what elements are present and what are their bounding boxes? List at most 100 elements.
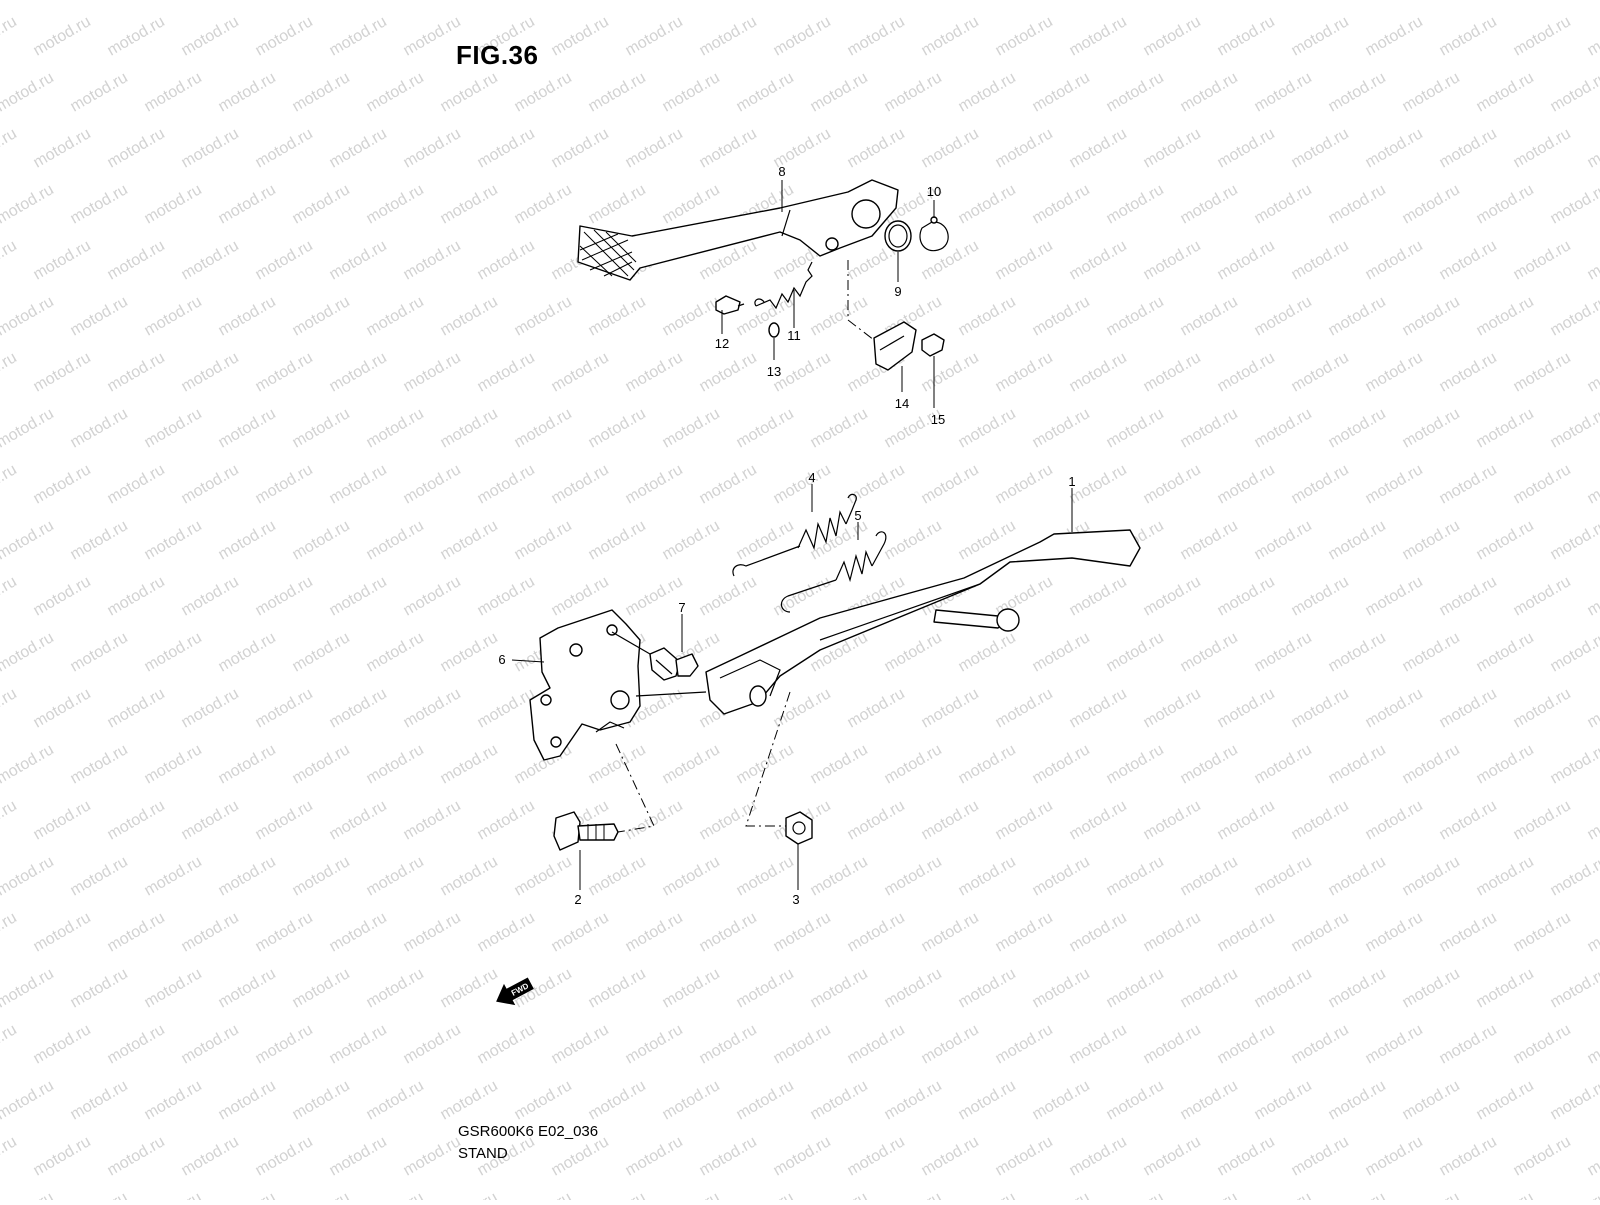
watermark-text: motod.ru — [1067, 461, 1130, 507]
watermark-text: motod.ru — [1104, 69, 1167, 115]
watermark-text: motod.ru — [1067, 349, 1130, 395]
watermark-text: motod.ru — [1400, 0, 1463, 3]
watermark-text: motod.ru — [1141, 237, 1204, 283]
watermark-text: motod.ru — [0, 181, 57, 227]
watermark-text: motod.ru — [1067, 1133, 1130, 1179]
watermark-text: motod.ru — [1141, 1021, 1204, 1067]
figure-title: FIG.36 — [456, 40, 538, 71]
watermark-text: motod.ru — [1326, 741, 1389, 787]
watermark-text: motod.ru — [31, 1021, 94, 1067]
watermark-text: motod.ru — [1178, 517, 1241, 563]
watermark-text: motod.ru — [808, 965, 871, 1011]
watermark-text: motod.ru — [660, 293, 723, 339]
watermark-text: motod.ru — [1585, 13, 1600, 59]
watermark-text: motod.ru — [105, 685, 168, 731]
watermark-text: motod.ru — [845, 125, 908, 171]
watermark-text: motod.ru — [586, 1189, 649, 1200]
watermark-text: motod.ru — [438, 293, 501, 339]
watermark-text: motod.ru — [771, 13, 834, 59]
watermark-text: motod.ru — [1548, 181, 1600, 227]
watermark-text: motod.ru — [1030, 405, 1093, 451]
watermark-text: motod.ru — [401, 1021, 464, 1067]
watermark-text: motod.ru — [1437, 237, 1500, 283]
watermark-text: motod.ru — [1363, 349, 1426, 395]
watermark-text: motod.ru — [660, 517, 723, 563]
watermark-text: motod.ru — [882, 69, 945, 115]
watermark-text: motod.ru — [1585, 797, 1600, 843]
watermark-text: motod.ru — [1289, 13, 1352, 59]
watermark-text: motod.ru — [1289, 685, 1352, 731]
watermark-text: motod.ru — [216, 517, 279, 563]
watermark-text: motod.ru — [364, 1189, 427, 1200]
watermark-text: motod.ru — [475, 685, 538, 731]
bolt-12 — [716, 296, 744, 314]
watermark-text: motod.ru — [808, 1189, 871, 1200]
watermark-text: motod.ru — [660, 741, 723, 787]
watermark-text: motod.ru — [697, 125, 760, 171]
watermark-text: motod.ru — [1067, 13, 1130, 59]
watermark-text: motod.ru — [1030, 181, 1093, 227]
watermark-text: motod.ru — [512, 69, 575, 115]
watermark-text: motod.ru — [1326, 517, 1389, 563]
watermark-text: motod.ru — [993, 685, 1056, 731]
watermark-text: motod.ru — [1289, 1133, 1352, 1179]
watermark-text: motod.ru — [1104, 629, 1167, 675]
watermark-text: motod.ru — [1474, 405, 1537, 451]
watermark-text: motod.ru — [1289, 1021, 1352, 1067]
watermark-text: motod.ru — [1104, 1189, 1167, 1200]
watermark-text: motod.ru — [1326, 0, 1389, 3]
watermark-text: motod.ru — [68, 0, 131, 3]
watermark-text: motod.ru — [1030, 1189, 1093, 1200]
watermark-text: motod.ru — [475, 461, 538, 507]
watermark-text: motod.ru — [1289, 125, 1352, 171]
watermark-text: motod.ru — [1400, 1189, 1463, 1200]
watermark-text: motod.ru — [253, 349, 316, 395]
watermark-text: motod.ru — [586, 853, 649, 899]
watermark-text: motod.ru — [1141, 685, 1204, 731]
watermark-text: motod.ru — [808, 517, 871, 563]
watermark-text: motod.ru — [475, 1021, 538, 1067]
watermark-text: motod.ru — [216, 629, 279, 675]
watermark-text: motod.ru — [771, 461, 834, 507]
watermark-text: motod.ru — [0, 685, 20, 731]
watermark-text: motod.ru — [253, 797, 316, 843]
callout-5: 5 — [854, 508, 861, 523]
watermark-text: motod.ru — [549, 1133, 612, 1179]
watermark-text: motod.ru — [1215, 461, 1278, 507]
watermark-text: motod.ru — [1104, 1077, 1167, 1123]
watermark-text: motod.ru — [771, 909, 834, 955]
watermark-text: motod.ru — [1511, 125, 1574, 171]
watermark-text: motod.ru — [364, 405, 427, 451]
watermark-text: motod.ru — [1474, 741, 1537, 787]
stand-bracket — [530, 610, 640, 760]
watermark-text: motod.ru — [1030, 629, 1093, 675]
watermark-text: motod.ru — [1548, 1077, 1600, 1123]
watermark-text: motod.ru — [1252, 1077, 1315, 1123]
watermark-text: motod.ru — [882, 1077, 945, 1123]
watermark-text: motod.ru — [68, 181, 131, 227]
watermark-text: motod.ru — [364, 517, 427, 563]
watermark-text: motod.ru — [1215, 349, 1278, 395]
watermark-text: motod.ru — [438, 405, 501, 451]
watermark-text: motod.ru — [0, 0, 57, 3]
watermark-text: motod.ru — [1104, 181, 1167, 227]
watermark-text: motod.ru — [623, 909, 686, 955]
watermark-text: motod.ru — [1067, 1021, 1130, 1067]
watermark-text: motod.ru — [660, 405, 723, 451]
watermark-text: motod.ru — [438, 629, 501, 675]
watermark-text: motod.ru — [512, 0, 575, 3]
watermark-text: motod.ru — [993, 349, 1056, 395]
watermark-text: motod.ru — [327, 461, 390, 507]
watermark-text: motod.ru — [105, 909, 168, 955]
watermark-text: motod.ru — [327, 1133, 390, 1179]
watermark-text: motod.ru — [253, 13, 316, 59]
watermark-text: motod.ru — [290, 181, 353, 227]
watermark-text: motod.ru — [1215, 573, 1278, 619]
watermark-text: motod.ru — [68, 293, 131, 339]
watermark-text: motod.ru — [105, 237, 168, 283]
watermark-text: motod.ru — [1141, 1133, 1204, 1179]
watermark-text: motod.ru — [327, 797, 390, 843]
watermark-text: motod.ru — [1437, 1133, 1500, 1179]
watermark-text: motod.ru — [290, 69, 353, 115]
